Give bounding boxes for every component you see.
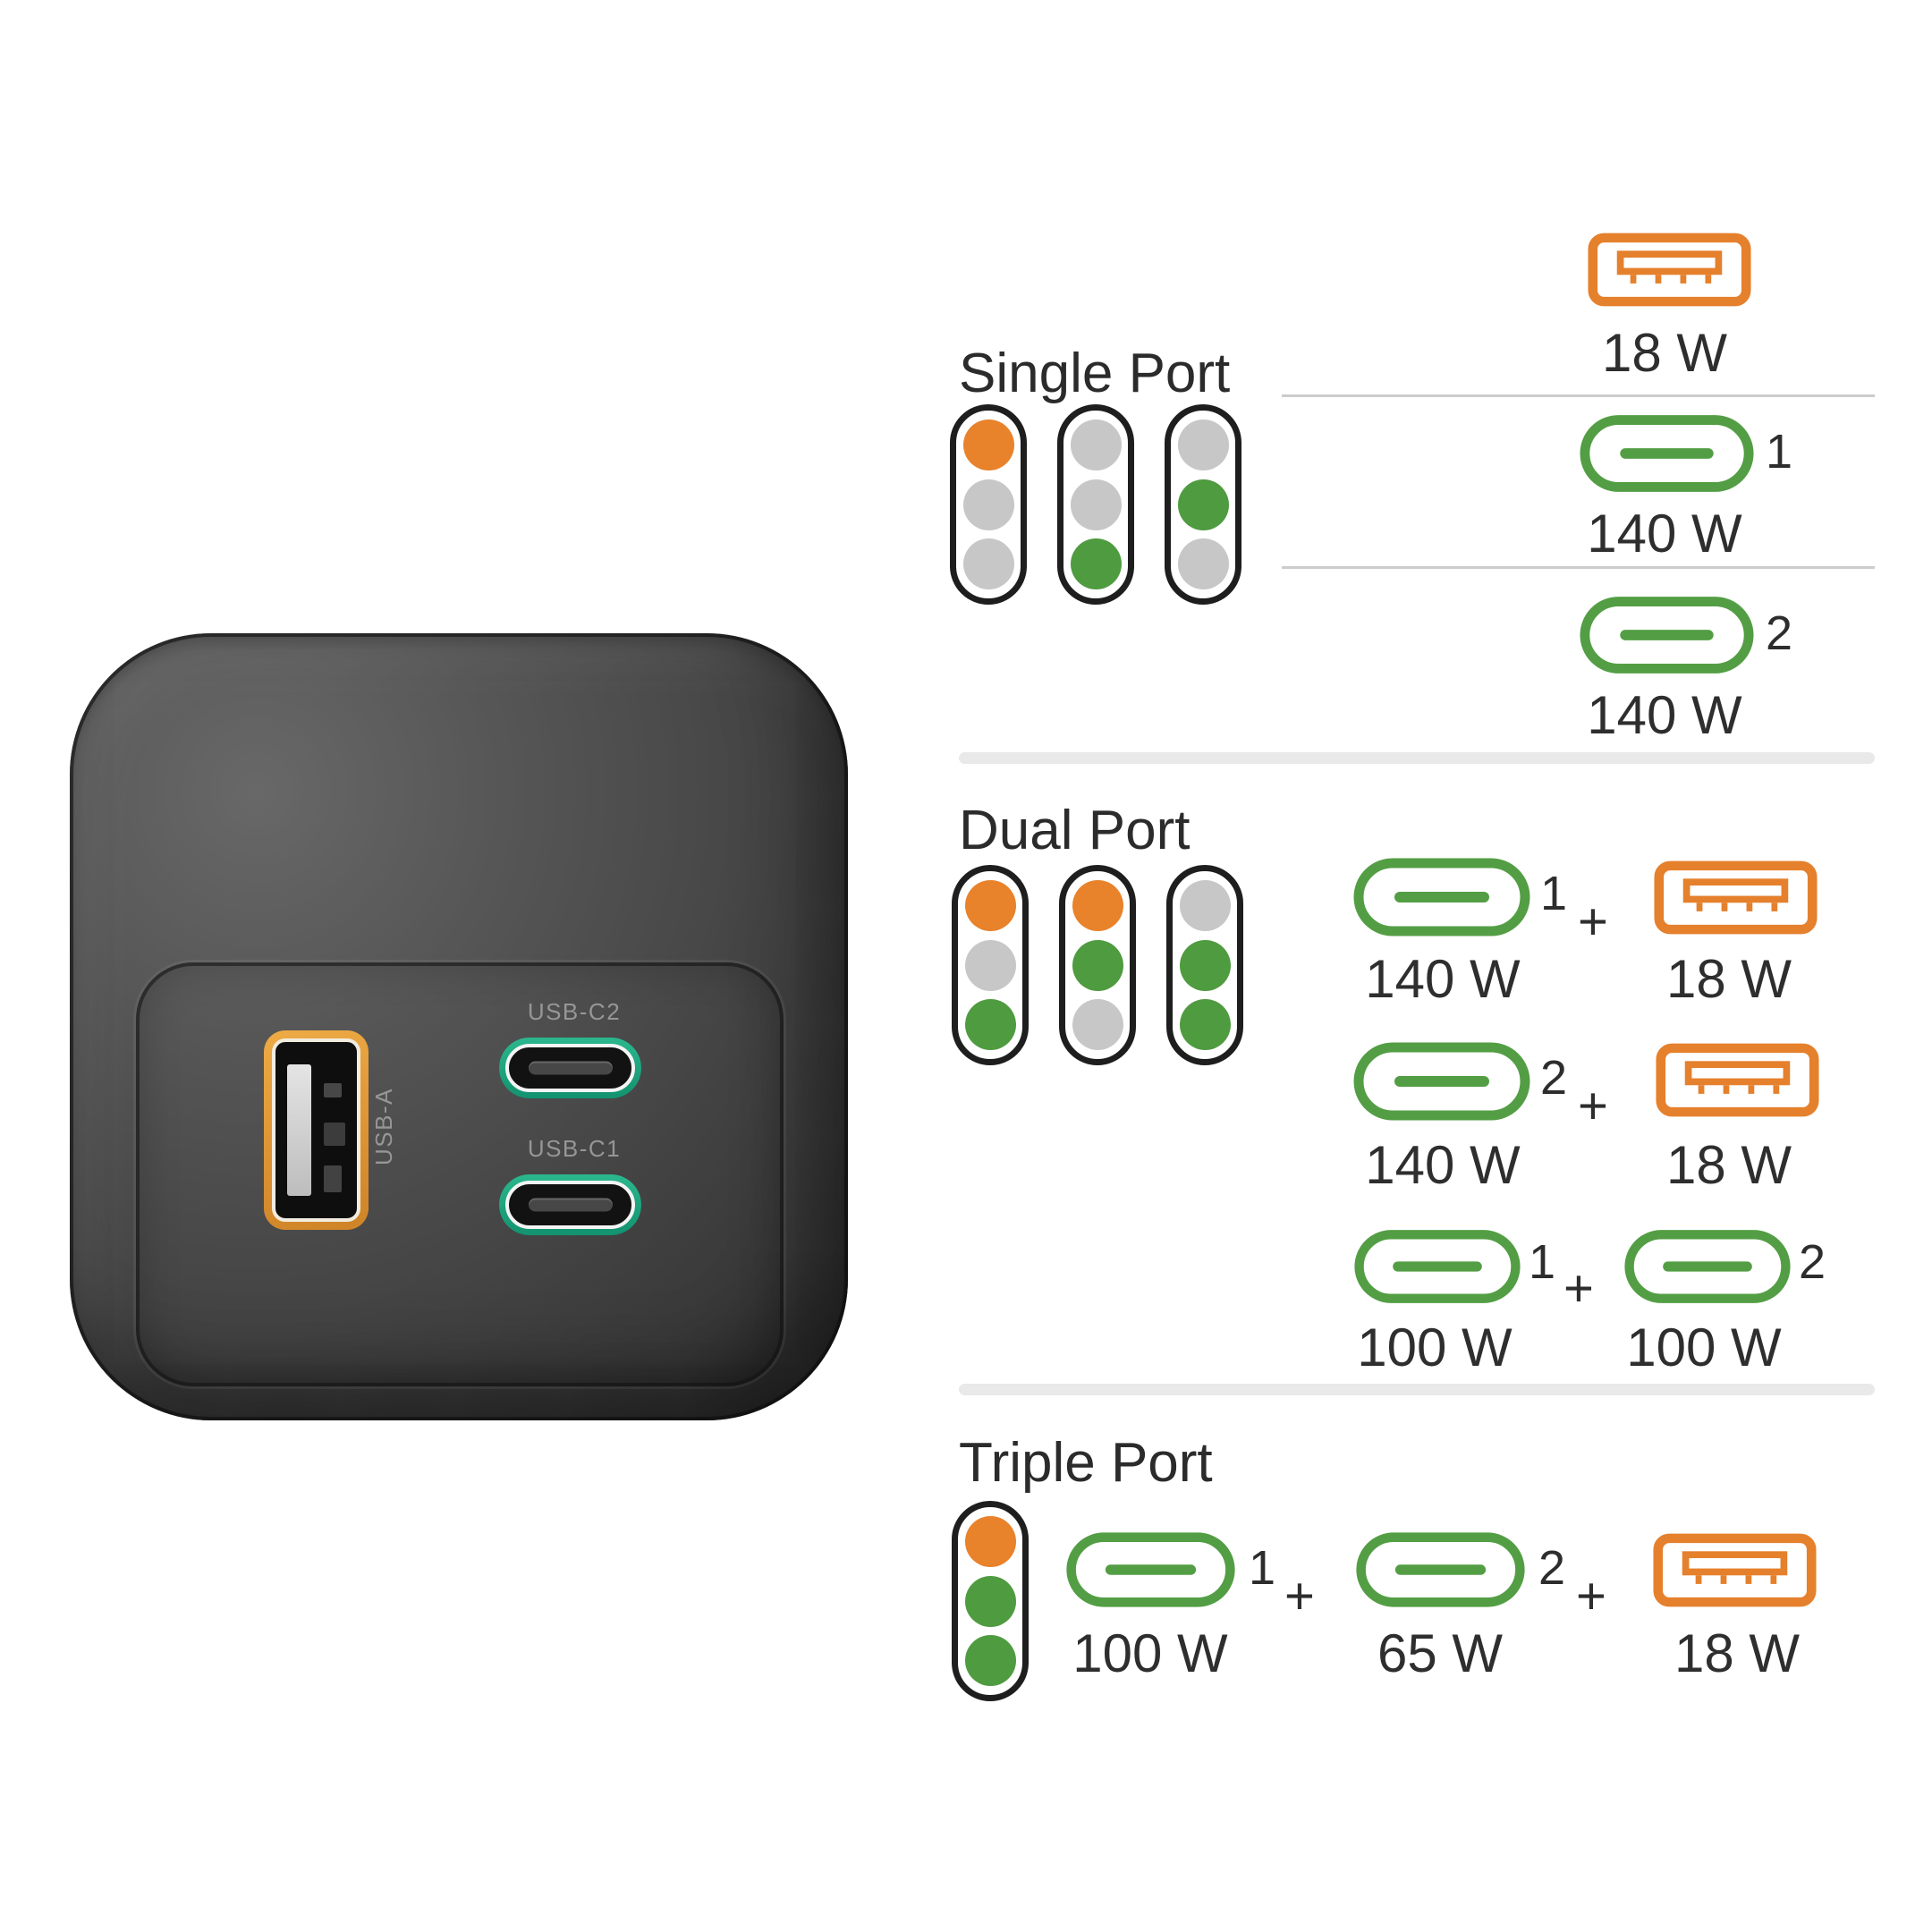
port-number: 1 <box>1249 1541 1276 1595</box>
watts-label: 140 W <box>1365 949 1521 1009</box>
watts-label: 140 W <box>1365 1135 1521 1195</box>
row-divider <box>1282 394 1875 397</box>
usb-c1-port-tongue <box>528 1198 613 1212</box>
indicator-dot-usb-c1 <box>1177 538 1229 590</box>
row-divider <box>1282 566 1875 569</box>
indicator-dot-usb-c1 <box>962 538 1014 590</box>
section-title-triple-port: Triple Port <box>959 1432 1213 1494</box>
indicator-pill <box>1059 865 1136 1065</box>
indicator-dot-usb-c2 <box>964 939 1016 991</box>
plus-sign: + <box>1578 893 1608 951</box>
device-usb-a-port <box>264 1030 369 1230</box>
plus-sign: + <box>1284 1567 1315 1625</box>
watts-label: 100 W <box>1626 1318 1782 1377</box>
port-number: 2 <box>1799 1235 1826 1289</box>
watts-label: 140 W <box>1587 504 1742 564</box>
usb-a-port-tongue <box>287 1064 311 1196</box>
watts-label: 18 W <box>1665 949 1792 1009</box>
watts-label: 18 W <box>1665 1135 1792 1195</box>
port-number: 2 <box>1766 606 1793 660</box>
indicator-pill <box>952 865 1029 1065</box>
indicator-dot-usb-c2 <box>962 479 1014 530</box>
plus-sign: + <box>1578 1077 1608 1135</box>
charger-port-panel <box>136 962 784 1386</box>
usb-c-icon <box>1352 857 1531 937</box>
indicator-dot-usb-a <box>1072 879 1123 931</box>
watts-label: 100 W <box>1357 1318 1513 1377</box>
dual-port-indicators <box>952 865 1243 1065</box>
section-divider <box>959 752 1875 764</box>
indicator-dot-usb-a <box>962 419 1014 470</box>
usb-c-icon <box>1579 413 1755 494</box>
triple-port-indicators <box>952 1501 1029 1701</box>
indicator-dot-usb-c2 <box>1072 939 1123 991</box>
indicator-dot-usb-c2 <box>1179 939 1231 991</box>
single-port-indicators <box>950 404 1241 605</box>
watts-label: 100 W <box>1072 1623 1228 1683</box>
usb-a-icon <box>1656 1043 1819 1117</box>
section-title-single-port: Single Port <box>959 343 1231 404</box>
indicator-dot-usb-a <box>1177 419 1229 470</box>
port-number: 1 <box>1529 1235 1556 1289</box>
watts-label: 140 W <box>1587 685 1742 745</box>
indicator-dot-usb-c1 <box>964 999 1016 1051</box>
device-usb-c1-port <box>499 1174 641 1235</box>
indicator-pill <box>1057 404 1134 605</box>
device-usb-c1-label: USB-C1 <box>527 1135 622 1162</box>
device-usb-c2-port <box>499 1038 641 1098</box>
usb-c-icon <box>1352 1041 1531 1122</box>
indicator-dot-usb-c1 <box>1072 999 1123 1051</box>
device-usb-a-label: USB-A <box>370 1088 397 1165</box>
port-number: 2 <box>1538 1541 1566 1595</box>
usb-a-port-pin <box>324 1083 342 1097</box>
device-usb-c2-label: USB-C2 <box>527 998 622 1025</box>
usb-a-port-pin <box>324 1165 342 1192</box>
port-number: 1 <box>1540 867 1568 920</box>
indicator-pill <box>952 1501 1029 1701</box>
usb-c-icon <box>1623 1225 1792 1308</box>
charger-device: USB-A USB-C2 USB-C1 <box>70 633 848 1420</box>
watts-label: 65 W <box>1377 1623 1504 1683</box>
usb-a-port-cavity <box>272 1038 360 1222</box>
indicator-dot-usb-a <box>1179 879 1231 931</box>
indicator-dot-usb-c2 <box>1177 479 1229 530</box>
indicator-dot-usb-c1 <box>964 1635 1016 1687</box>
plus-sign: + <box>1576 1567 1606 1625</box>
usb-a-icon <box>1653 1533 1817 1607</box>
section-title-dual-port: Dual Port <box>959 800 1191 861</box>
indicator-dot-usb-c2 <box>1070 479 1122 530</box>
indicator-dot-usb-c2 <box>964 1575 1016 1627</box>
indicator-dot-usb-c1 <box>1070 538 1122 590</box>
watts-label: 18 W <box>1674 1623 1801 1683</box>
indicator-dot-usb-a <box>964 1515 1016 1567</box>
usb-c-icon <box>1579 595 1755 675</box>
indicator-dot-usb-c1 <box>1179 999 1231 1051</box>
usb-a-icon <box>1654 860 1818 935</box>
indicator-pill <box>1166 865 1243 1065</box>
plus-sign: + <box>1563 1259 1594 1318</box>
port-number: 1 <box>1766 425 1793 479</box>
usb-c-icon <box>1353 1225 1521 1308</box>
indicator-dot-usb-a <box>964 879 1016 931</box>
port-number: 2 <box>1540 1051 1568 1105</box>
usb-c1-port-cavity <box>505 1181 635 1229</box>
usb-c-icon <box>1063 1531 1239 1608</box>
indicator-pill <box>1165 404 1241 605</box>
usb-c2-port-tongue <box>528 1061 613 1075</box>
usb-a-port-pin <box>324 1123 345 1146</box>
indicator-pill <box>950 404 1027 605</box>
usb-c-icon <box>1352 1531 1529 1608</box>
usb-c2-port-cavity <box>505 1044 635 1092</box>
usb-a-icon <box>1588 233 1751 307</box>
watts-label: 18 W <box>1601 323 1728 383</box>
section-divider <box>959 1384 1875 1395</box>
indicator-dot-usb-a <box>1070 419 1122 470</box>
